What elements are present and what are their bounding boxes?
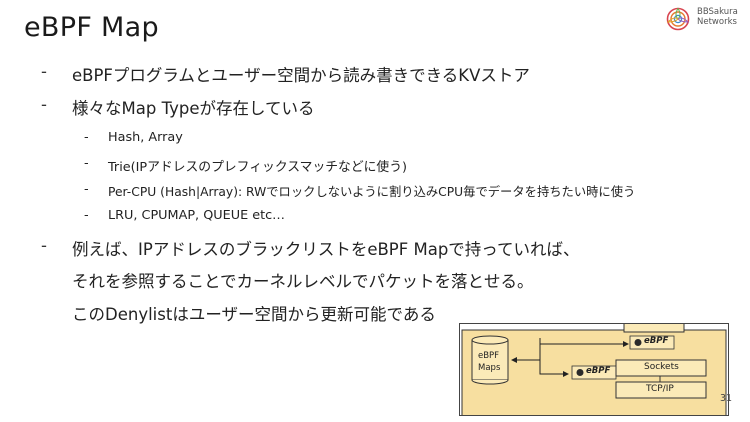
tcpip-box [615, 381, 707, 399]
bullet-text: eBPFプログラムとユーザー空間から読み書きできるKVストア [72, 66, 530, 85]
ebpf-diagram: eBPF Maps eBPF eBPF Sockets TCP/IP [459, 323, 729, 416]
bullet-marker: - [41, 62, 47, 81]
logo-text: BBSakura Networks [697, 7, 738, 27]
sub-bullet-text: LRU, CPUMAP, QUEUE etc… [108, 208, 285, 223]
bullet-text: 様々なMap Typeが存在している [72, 99, 315, 118]
bullet-text: 例えば、IPアドレスのブラックリストをeBPF Mapで持っていれば、 [72, 240, 580, 259]
top-ebpf-box [623, 324, 685, 333]
slide-title: eBPF Map [24, 12, 159, 43]
ebpf-maps-cylinder [471, 335, 509, 385]
sub-bullet-text: Hash, Array [108, 130, 183, 145]
bullet-marker: - [41, 236, 47, 255]
sockets-box [615, 359, 707, 377]
bee-icon [634, 339, 642, 346]
sockets-label: Sockets [644, 362, 679, 372]
sub-bullet-marker: - [84, 156, 89, 171]
page-number: 31 [720, 393, 733, 404]
ebpf-badge-label: eBPF [644, 336, 669, 346]
logo-line-2: Networks [697, 17, 737, 27]
bullet-continuation: それを参照することでカーネルレベルでパケットを落とせる。 [72, 272, 534, 291]
sub-bullet-marker: - [84, 182, 89, 197]
maps-label-1: eBPF [478, 351, 500, 361]
sub-bullet-marker: - [84, 130, 89, 145]
tcpip-label: TCP/IP [646, 384, 674, 394]
ebpf-diagram-svg [461, 324, 727, 415]
bbsakura-logo [666, 7, 690, 31]
ebpf-badge-label: eBPF [586, 366, 611, 376]
bullet-continuation: このDenylistはユーザー空間から更新可能である [72, 305, 436, 324]
bee-icon [576, 369, 584, 376]
bullet-marker: - [41, 95, 47, 114]
ebpf-badge-1 [629, 335, 675, 350]
logo-line-1: BBSakura [697, 7, 738, 17]
arrow-to-sockets [539, 360, 569, 377]
sub-bullet-text: Per-CPU (Hash|Array): RWでロックしないように割り込みCP… [108, 185, 636, 199]
sub-bullet-marker: - [84, 208, 89, 223]
sub-bullet-text: Trie(IPアドレスのプレフィックスマッチなどに使う) [108, 160, 408, 175]
maps-label-2: Maps [478, 363, 501, 373]
flower-logo-icon [666, 7, 690, 31]
